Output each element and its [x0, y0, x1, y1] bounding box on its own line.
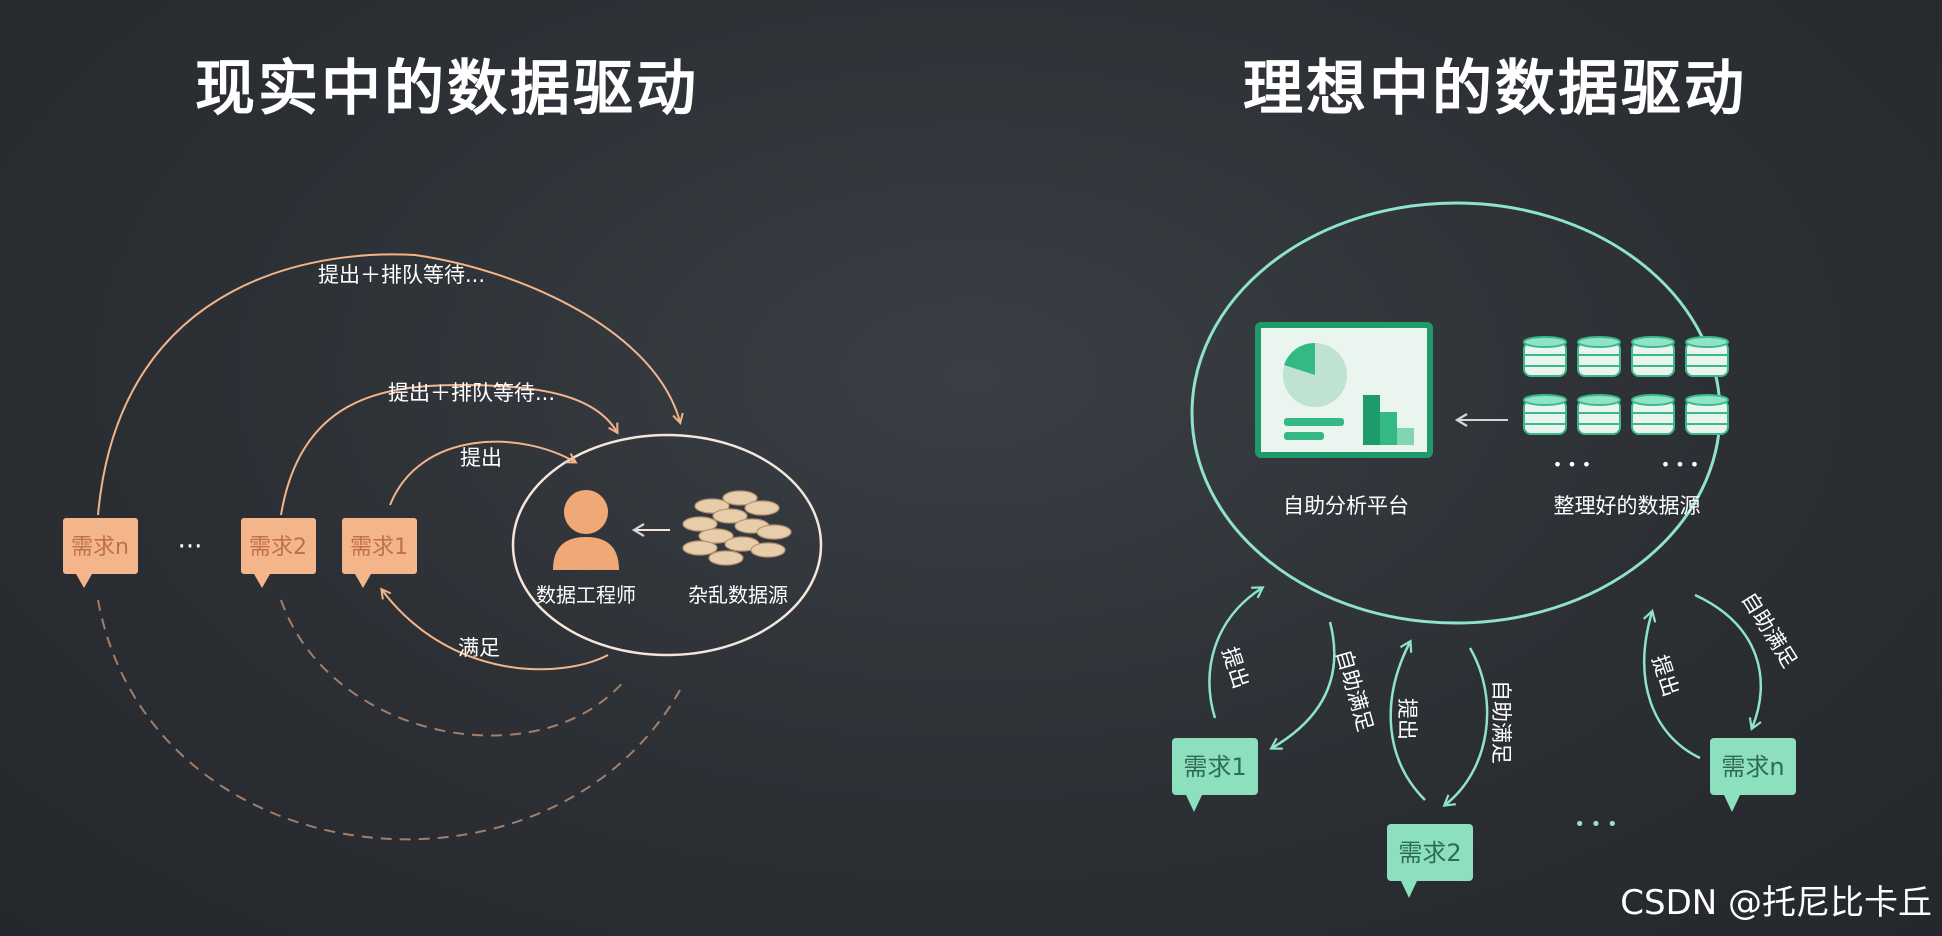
label-satisfy: 满足: [458, 636, 500, 660]
label-propose: 提出: [460, 446, 502, 470]
engineer-icon: [553, 490, 619, 570]
ideal-request-n-label: 需求n: [1721, 753, 1784, 781]
arc-request-2-propose: [280, 383, 617, 516]
database-icon-3: [1631, 336, 1675, 377]
database-icon-7: [1631, 394, 1675, 435]
ideal-request-box-1: 需求1: [1172, 738, 1258, 812]
database-icon-5: [1523, 394, 1567, 435]
right-diagram: 自助分析平台 • • • • • • 整理好的数据源: [1172, 201, 1802, 898]
right-requests-ellipsis: • • •: [1574, 814, 1617, 835]
organized-data-sources-icon: [1523, 336, 1729, 435]
sources-label: 整理好的数据源: [1554, 494, 1701, 518]
left-title: 现实中的数据驱动: [195, 54, 699, 124]
arc-request-1-satisfy: [382, 590, 609, 671]
arrow-request-n-satisfy: [1694, 593, 1763, 731]
arrow-request-2-satisfy: [1442, 647, 1489, 807]
sources-ellipsis-left: • • •: [1553, 455, 1591, 474]
database-icon-2: [1577, 336, 1621, 377]
label-propose-wait-inner: 提出＋排队等待...: [388, 381, 555, 405]
request-1-label: 需求1: [350, 535, 408, 560]
messy-data-source-icon: [682, 490, 792, 566]
label-request-n-propose: 提出: [1647, 652, 1683, 699]
label-propose-wait-outer: 提出＋排队等待...: [318, 263, 485, 287]
ideal-request-2-label: 需求2: [1398, 839, 1461, 867]
arc-request-n-propose: [97, 253, 680, 516]
engineer-label: 数据工程师: [536, 583, 636, 607]
ideal-request-box-2: 需求2: [1387, 824, 1473, 898]
sources-ellipsis-right: • • •: [1661, 455, 1699, 474]
request-box-1: 需求1: [342, 518, 417, 588]
database-icon-4: [1685, 336, 1729, 377]
database-icon-1: [1523, 336, 1567, 377]
messy-source-label: 杂乱数据源: [688, 583, 788, 607]
watermark: CSDN @托尼比卡丘: [1620, 883, 1932, 923]
analytics-platform-icon: [1255, 322, 1433, 458]
dashed-arc-request-2: [280, 599, 626, 737]
platform-label: 自助分析平台: [1283, 494, 1409, 518]
request-box-n: 需求n: [63, 518, 138, 588]
label-request-2-propose: 提出: [1395, 698, 1419, 740]
arrow-request-1-satisfy: [1269, 621, 1336, 750]
dashed-arc-request-n: [97, 599, 681, 841]
request-2-label: 需求2: [249, 535, 307, 560]
label-request-1-satisfy: 自助满足: [1331, 647, 1377, 734]
label-request-1-propose: 提出: [1217, 644, 1253, 691]
arrow-request-n-propose: [1642, 608, 1701, 760]
request-box-2: 需求2: [241, 518, 316, 588]
database-icon-8: [1685, 394, 1729, 435]
arc-request-1-propose: [389, 440, 575, 506]
arrow-request-1-propose: [1208, 586, 1265, 719]
right-title: 理想中的数据驱动: [1243, 54, 1747, 124]
label-request-2-satisfy: 自助满足: [1489, 680, 1513, 764]
left-requests-ellipsis: ···: [178, 532, 203, 562]
arrow-request-2-propose: [1389, 639, 1426, 801]
ideal-request-box-n: 需求n: [1710, 738, 1796, 812]
request-n-label: 需求n: [71, 535, 129, 560]
left-diagram: 提出＋排队等待... 提出＋排队等待... 提出 满足 需求n ··· 需求2: [63, 253, 823, 841]
ideal-request-1-label: 需求1: [1183, 753, 1246, 781]
left-core-ellipse: [511, 433, 823, 657]
database-icon-6: [1577, 394, 1621, 435]
label-request-n-satisfy: 自助满足: [1737, 588, 1802, 672]
